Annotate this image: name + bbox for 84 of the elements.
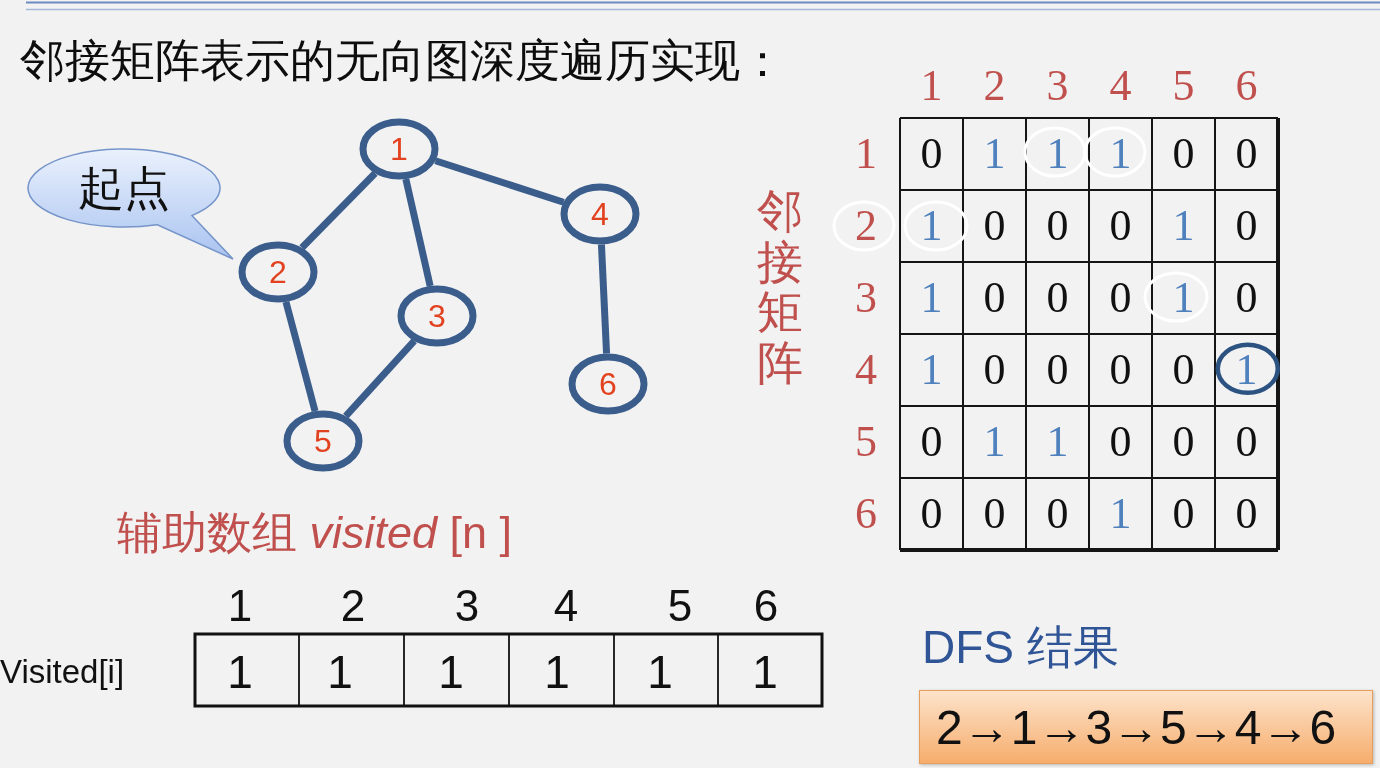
matrix-value: 0: [1046, 276, 1069, 320]
matrix-value: 0: [920, 132, 943, 176]
matrix-caption: 邻接矩阵: [757, 186, 803, 389]
index-label: 3: [454, 584, 480, 628]
matrix-value: 0: [1109, 420, 1132, 464]
index-label: 2: [340, 584, 366, 628]
matrix-value: 1: [920, 204, 943, 248]
matrix-value: 0: [983, 276, 1006, 320]
vertex-label: 6: [599, 368, 617, 400]
matrix-value: 0: [1046, 348, 1069, 392]
graph-edge: [282, 301, 319, 413]
matrix-value: 0: [1235, 420, 1258, 464]
index-label: 4: [553, 584, 579, 628]
matrix-value: 0: [1235, 492, 1258, 536]
column-header: 6: [1235, 64, 1258, 108]
row-header: 4: [855, 348, 877, 392]
matrix-value: 0: [1046, 492, 1069, 536]
row-header: 6: [855, 492, 877, 536]
graph-edge: [343, 338, 417, 419]
vertex-ellipse: [359, 118, 439, 180]
matrix-value: 0: [1235, 132, 1258, 176]
graph-edge: [299, 170, 378, 251]
column-header: 2: [983, 64, 1006, 108]
matrix-value: 1: [920, 276, 943, 320]
graph-edge: [402, 178, 434, 287]
graph-edge: [434, 157, 565, 206]
matrix-value: 0: [1109, 276, 1132, 320]
matrix-value: 1: [1046, 420, 1069, 464]
array-value: 1: [544, 649, 570, 695]
matrix-value: 0: [920, 492, 943, 536]
vertex-ellipse: [238, 241, 318, 303]
matrix-value: 0: [1109, 204, 1132, 248]
vertex-label: 5: [314, 425, 332, 457]
matrix-value: 0: [983, 348, 1006, 392]
matrix-value: 1: [1172, 204, 1195, 248]
column-header: 4: [1109, 64, 1132, 108]
result-box: 2→1→3→5→4→6: [919, 690, 1373, 764]
result-heading: DFS 结果: [922, 624, 1119, 670]
vertex-label: 2: [269, 256, 287, 288]
matrix-value: 1: [920, 348, 943, 392]
column-header: 1: [920, 64, 943, 108]
row-header: 1: [855, 132, 877, 176]
page-title: 邻接矩阵表示的无向图深度遍历实现：: [20, 38, 785, 83]
matrix-value: 0: [983, 492, 1006, 536]
matrix-value: 1: [1109, 132, 1132, 176]
array-value: 1: [647, 649, 673, 695]
matrix-value: 0: [1235, 204, 1258, 248]
array-value: 1: [327, 649, 353, 695]
matrix-value: 0: [1172, 348, 1195, 392]
vertex-ellipse: [283, 410, 363, 472]
matrix-value: 1: [983, 132, 1006, 176]
row-label: Visited[i]: [0, 655, 125, 688]
matrix-value: 0: [1172, 492, 1195, 536]
matrix-value: 0: [1046, 204, 1069, 248]
vertex-ellipse: [560, 183, 640, 245]
vertex-label: 1: [390, 133, 408, 165]
row-header: 3: [855, 276, 877, 320]
callout-text: 起点: [78, 165, 170, 211]
matrix-value: 1: [1109, 492, 1132, 536]
row-header: 2: [855, 204, 877, 248]
array-value: 1: [227, 649, 253, 695]
vertex-label: 4: [591, 198, 609, 230]
matrix-value: 0: [1172, 420, 1195, 464]
matrix-value: 1: [983, 420, 1006, 464]
matrix-value: 0: [983, 204, 1006, 248]
vertex-ellipse: [397, 285, 477, 347]
matrix-value: 1: [1235, 348, 1258, 392]
matrix-value: 0: [1109, 348, 1132, 392]
array-value: 1: [752, 649, 778, 695]
matrix-value: 0: [1235, 276, 1258, 320]
row-header: 5: [855, 420, 877, 464]
index-label: 1: [227, 584, 253, 628]
column-header: 5: [1172, 64, 1195, 108]
vertex-ellipse: [568, 353, 648, 415]
index-label: 5: [667, 584, 693, 628]
matrix-value: 0: [920, 420, 943, 464]
column-header: 3: [1046, 64, 1069, 108]
array-title: 辅助数组 visited [n ]: [117, 510, 513, 555]
matrix-value: 1: [1172, 276, 1195, 320]
vertex-label: 3: [428, 300, 446, 332]
array-value: 1: [438, 649, 464, 695]
index-label: 6: [753, 584, 779, 628]
matrix-value: 0: [1172, 132, 1195, 176]
matrix-value: 1: [1046, 132, 1069, 176]
